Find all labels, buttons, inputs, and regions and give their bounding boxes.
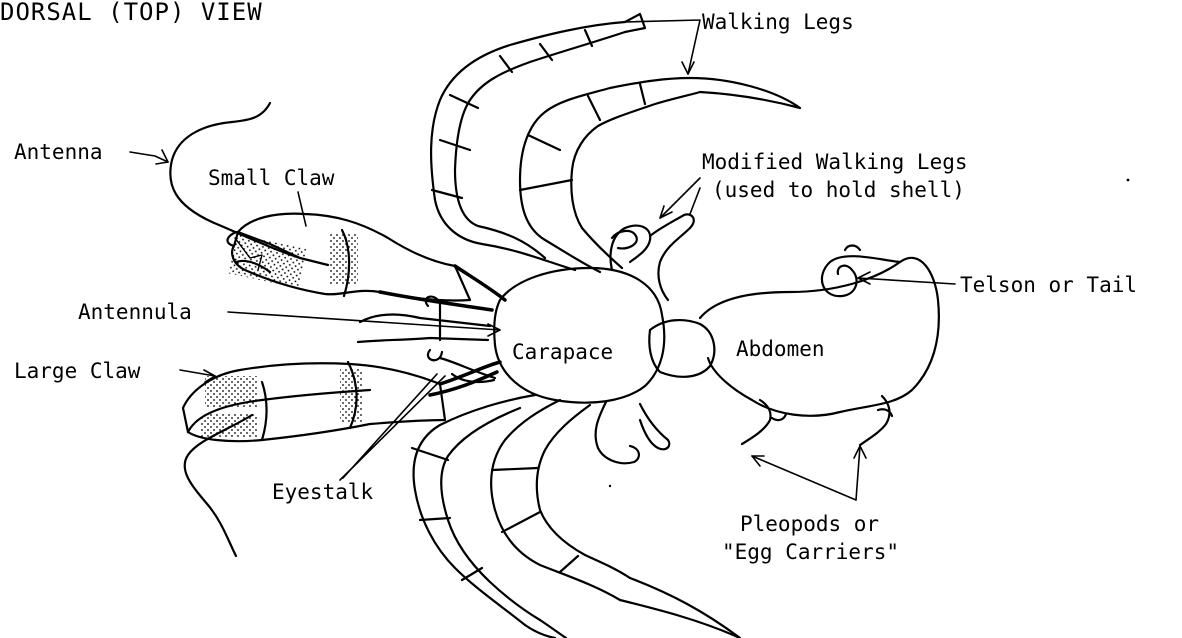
scan-dot-2 (609, 485, 611, 487)
modified-leg-lower (596, 402, 670, 463)
neck-shape (649, 320, 714, 377)
carapace-shape (494, 268, 664, 403)
label-carapace: Carapace (512, 340, 613, 364)
walking-leg-upper-2 (520, 78, 800, 272)
label-abdomen: Abdomen (736, 337, 825, 361)
label-large-claw: Large Claw (14, 359, 140, 383)
pleopod-right (860, 396, 892, 445)
label-eyestalk: Eyestalk (272, 480, 373, 504)
label-telson: Telson or Tail (960, 273, 1137, 297)
diagram-title: DORSAL (TOP) VIEW (0, 0, 263, 24)
modified-leg-upper (611, 214, 694, 300)
label-pleopods-2: "Egg Carriers" (722, 540, 899, 564)
label-small-claw: Small Claw (208, 166, 334, 190)
label-pleopods-1: Pleopods or (740, 512, 879, 536)
scan-dot (1127, 179, 1130, 182)
label-modified-legs-2: (used to hold shell) (712, 178, 965, 202)
walking-leg-lower-1 (491, 400, 740, 638)
label-antennule: Antennula (78, 300, 192, 324)
label-modified-legs-1: Modified Walking Legs (702, 150, 968, 174)
walking-leg-upper-1 (431, 14, 645, 270)
label-antenna: Antenna (14, 140, 103, 164)
large-claw-shape (183, 362, 445, 441)
label-walking-legs: Walking Legs (702, 10, 854, 34)
small-claw-shape (227, 214, 470, 301)
